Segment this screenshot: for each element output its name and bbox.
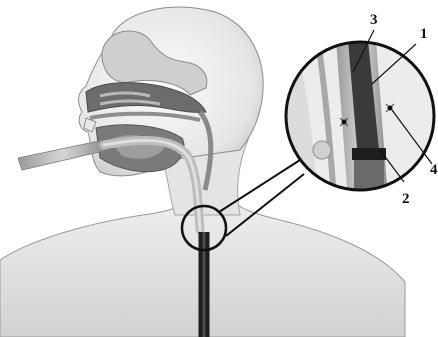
callout-1: 1 xyxy=(420,26,428,42)
callout-2: 2 xyxy=(402,191,410,207)
zoom-inset xyxy=(280,40,438,200)
callout-4: 4 xyxy=(430,162,438,178)
callout-3: 3 xyxy=(370,12,378,28)
